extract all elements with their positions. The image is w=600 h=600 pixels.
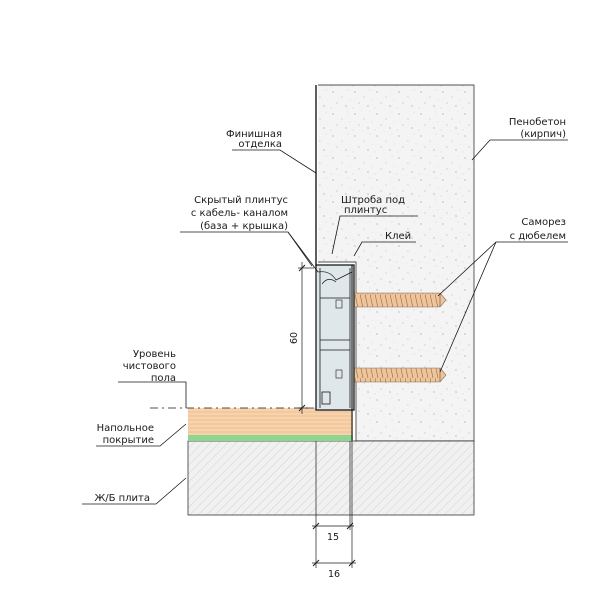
label-plinth-1: Скрытый плинтус [194, 195, 288, 206]
label-plinth-3: (база + крышка) [200, 221, 288, 232]
label-flooring-1: Напольное [97, 423, 154, 434]
label-floor-level-2: чистового [123, 361, 176, 372]
label-foam-concrete-1: Пенобетон [509, 117, 566, 128]
concrete-slab [187, 440, 475, 516]
screw-upper [351, 292, 447, 308]
label-groove-2: плинтус [344, 205, 387, 216]
label-glue: Клей [385, 231, 411, 242]
label-slab: Ж/Б плита [94, 493, 150, 504]
label-finish-2: отделка [238, 139, 282, 150]
dimension-15-text: 15 [327, 532, 339, 543]
label-flooring-2: покрытие [103, 435, 154, 446]
dimension-16-text: 16 [328, 569, 340, 580]
label-finish-1: Финишная [226, 129, 282, 140]
underlay [188, 435, 353, 441]
dimension-60-text: 60 [289, 332, 300, 344]
label-foam-concrete-2: (кирпич) [520, 129, 566, 140]
annotations: Финишная отделка Пенобетон (кирпич) Штро… [94, 117, 566, 504]
dimension-height: 60 [289, 262, 314, 414]
label-groove-1: Штроба под [341, 195, 405, 206]
dimension-depth: 15 16 [312, 441, 356, 580]
label-screw-1: Саморез [521, 217, 566, 228]
label-floor-level-3: пола [151, 373, 176, 384]
screw-lower [351, 367, 447, 383]
plinth-profile [315, 264, 355, 411]
leader-lines [82, 139, 568, 505]
label-plinth-2: с кабель- каналом [191, 208, 288, 219]
floor-covering [188, 408, 353, 441]
label-floor-level-1: Уровень [133, 349, 176, 360]
label-screw-2: с дюбелем [510, 231, 566, 242]
